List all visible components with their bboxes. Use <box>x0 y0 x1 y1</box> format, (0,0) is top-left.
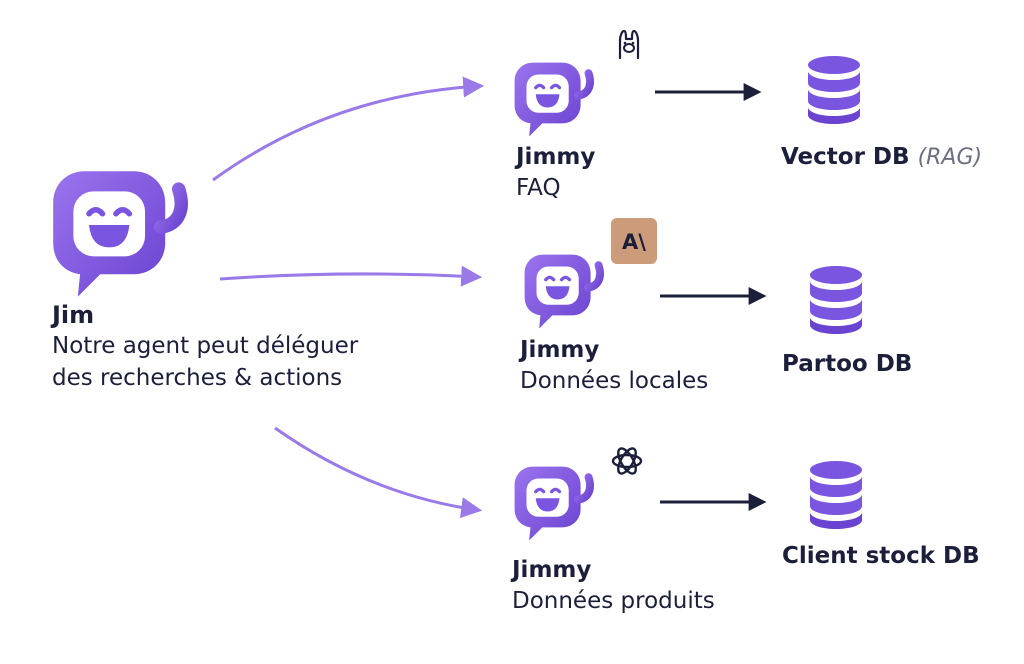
agent-locales-subtitle: Données locales <box>520 368 709 394</box>
stockdb-label-group: Client stock DB <box>782 542 980 571</box>
partoodb-database-icon <box>810 266 862 334</box>
arrow-jim-to-produits <box>274 426 483 519</box>
jim-chat-robot-icon <box>53 171 181 296</box>
partoodb-label-group: Partoo DB <box>782 350 912 379</box>
arrow-jim-to-locales <box>219 265 483 287</box>
stockdb-database-icon <box>810 461 862 529</box>
llama-icon <box>618 29 640 60</box>
openai-icon <box>611 447 643 475</box>
anthropic-icon-text: A\ <box>622 230 646 254</box>
jimmy-locales-chat-robot-icon <box>525 255 600 329</box>
agent-locales-name: Jimmy <box>520 337 600 363</box>
agent-produits-subtitle: Données produits <box>512 588 715 614</box>
jim-description: Notre agent peut déléguer des recherches… <box>52 333 359 391</box>
jimmy-produits-chat-robot-icon <box>515 467 590 541</box>
vectordb-database-icon <box>808 56 860 124</box>
agent-faq-name: Jimmy <box>516 144 596 170</box>
anthropic-icon: A\ <box>611 218 657 264</box>
agent-produits-name: Jimmy <box>512 557 592 583</box>
vectordb-extra: (RAG) <box>917 145 983 170</box>
vectordb-label-group: Vector DB (RAG) <box>781 143 982 172</box>
agent-faq-subtitle: FAQ <box>516 175 561 201</box>
arrow-jim-to-faq <box>212 76 485 182</box>
jimmy-faq-chat-robot-icon <box>515 63 590 137</box>
jim-name: Jim <box>52 301 95 329</box>
stockdb-label: Client stock DB <box>782 543 980 569</box>
partoodb-label: Partoo DB <box>782 351 913 377</box>
vectordb-label: Vector DB <box>781 144 910 170</box>
